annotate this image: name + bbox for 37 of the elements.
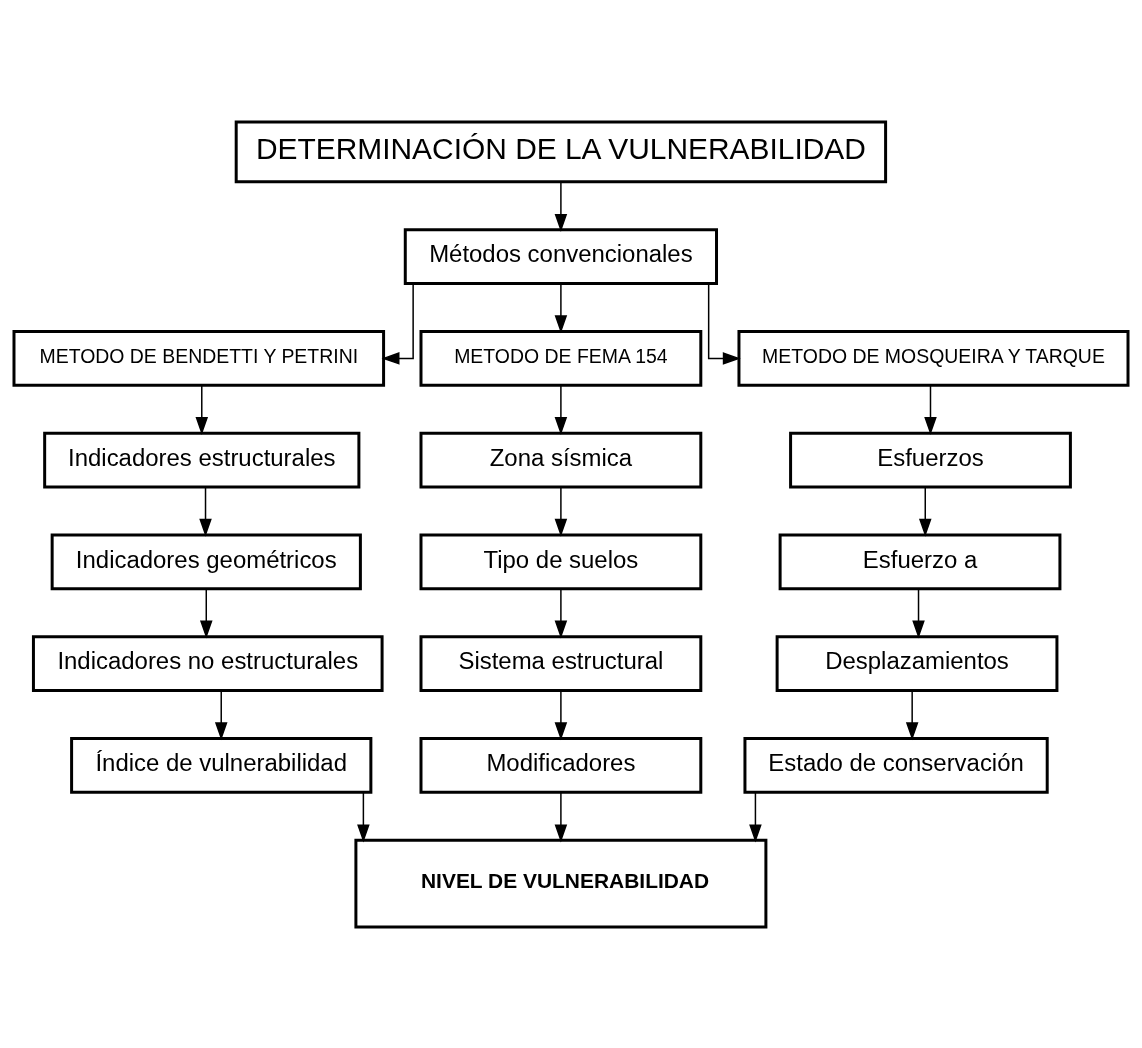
arrow	[554, 180, 568, 232]
node-box: NIVEL DE VULNERABILIDAD	[354, 838, 768, 928]
node-box: METODO DE BENDETTI Y PETRINI	[12, 329, 386, 387]
arrow	[554, 384, 568, 435]
node-box: Tipo de suelos	[419, 532, 703, 590]
arrow	[905, 689, 919, 740]
arrow	[357, 791, 370, 842]
arrow	[381, 282, 414, 365]
arrow	[707, 282, 741, 365]
arrow	[195, 384, 209, 435]
node-box: Esfuerzo a	[778, 532, 1062, 590]
arrow	[554, 791, 568, 842]
node-box: Zona sísmica	[419, 431, 703, 489]
node-box: DETERMINACIÓN DE LA VULNERABILIDAD	[234, 120, 888, 183]
node-box: Esfuerzos	[789, 431, 1072, 489]
node-box: Estado de conservación	[743, 736, 1049, 794]
arrow	[924, 384, 937, 435]
node-box: Métodos convencionales	[403, 227, 718, 285]
arrow	[918, 486, 932, 537]
arrow	[199, 486, 212, 537]
node-box: Sistema estructural	[419, 634, 703, 692]
arrow	[554, 282, 568, 333]
arrow	[554, 486, 568, 537]
node-box: METODO DE FEMA 154	[419, 329, 703, 387]
node-box: METODO DE MOSQUEIRA Y TARQUE	[737, 329, 1130, 387]
arrow	[749, 791, 762, 842]
arrow	[554, 689, 568, 740]
node-box: Índice de vulnerabilidad	[70, 736, 373, 794]
arrow	[912, 587, 925, 639]
arrow	[214, 689, 228, 740]
node-box: Indicadores estructurales	[43, 431, 361, 489]
node-box: Indicadores no estructurales	[31, 634, 384, 692]
arrow	[554, 587, 568, 639]
node-box: Desplazamientos	[775, 634, 1059, 692]
node-box: Indicadores geométricos	[50, 532, 362, 590]
node-box: Modificadores	[419, 736, 703, 794]
arrow	[199, 587, 213, 639]
